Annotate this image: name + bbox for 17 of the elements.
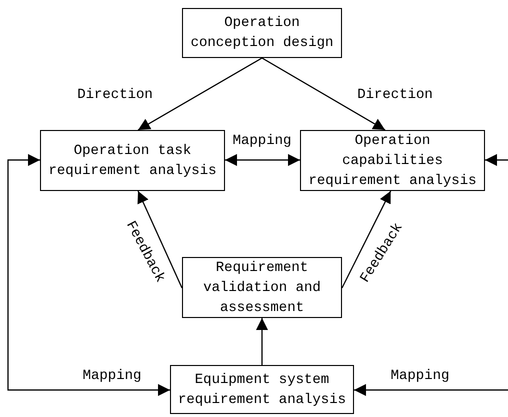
arrow [485,154,508,166]
arrow [138,57,262,131]
arrow [262,57,386,131]
process-box: Operation capabilities requirement analysis [300,130,485,191]
edge-label: Mapping [82,368,142,384]
edge-label: Mapping [232,133,292,149]
arrow [225,154,300,166]
process-box: Requirement validation and assessment [182,257,342,318]
arrow [7,154,170,396]
arrow [138,190,183,288]
process-box: Operation conception design [182,8,342,58]
edge-label: Mapping [390,368,450,384]
process-box: Operation task requirement analysis [40,130,225,191]
arrow [341,190,392,288]
arrow [354,384,508,396]
arrow [256,318,268,365]
process-box: Equipment system requirement analysis [170,365,354,414]
